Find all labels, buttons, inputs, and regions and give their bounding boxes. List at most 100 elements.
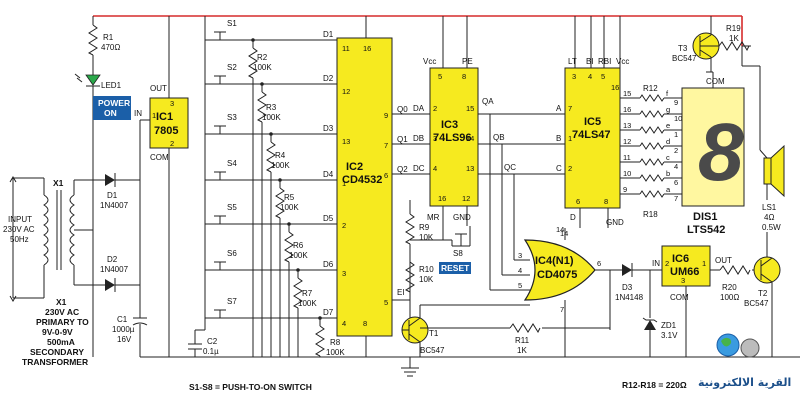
r19-label: R19 xyxy=(726,24,741,33)
d-line-label: D2 xyxy=(323,74,334,83)
pushbutton-s6[interactable]: S6 xyxy=(205,249,237,271)
ic5-pin-8: 8 xyxy=(604,197,608,206)
r11-value: 1K xyxy=(517,346,527,355)
ic3-pin-12: 12 xyxy=(462,194,470,203)
pushbutton-s7[interactable]: S7 xyxy=(205,297,237,319)
r1-label: R1 xyxy=(103,33,114,42)
pull-down-resistor xyxy=(247,47,258,79)
pushbutton-s3[interactable]: S3 xyxy=(205,113,237,135)
c2-value: 0.1µ xyxy=(203,347,219,356)
ic5-rbi-label: RBI xyxy=(598,57,611,66)
ic5-pin-7: 7 xyxy=(568,104,572,113)
ic3-pin-16: 16 xyxy=(438,194,446,203)
ic6-pin-out: 1 xyxy=(702,259,706,268)
pushbutton-s1[interactable]: S1 xyxy=(205,19,237,41)
segment-pin: 9 xyxy=(674,98,678,107)
t2-part: BC547 xyxy=(744,299,769,308)
ic3-pin-2: 2 xyxy=(433,104,437,113)
switch-label: S6 xyxy=(227,249,237,258)
ac-input xyxy=(9,176,44,302)
q0-label: Q0 xyxy=(397,105,408,114)
pull-down-resistor xyxy=(274,187,285,219)
xfmr-desc-5: 500mA xyxy=(47,337,75,347)
ic2-pin-9: 9 xyxy=(384,111,388,120)
ic5-a-label: A xyxy=(556,104,562,113)
ic4-pin-3: 3 xyxy=(518,251,522,260)
segment-resistor xyxy=(639,126,665,134)
ic3-body xyxy=(429,67,479,207)
pushbutton-s2[interactable]: S2 xyxy=(205,63,237,85)
ic2-part: CD4532 xyxy=(342,174,382,186)
mr-label: MR xyxy=(427,213,440,222)
switch-label: S2 xyxy=(227,63,237,72)
pushbutton-s5[interactable]: S5 xyxy=(205,203,237,225)
pushbutton-s4[interactable]: S4 xyxy=(205,159,237,181)
ic5-pin-1: 1 xyxy=(568,134,572,143)
ic4-pin-6: 6 xyxy=(597,259,601,268)
resistor-label: R5 xyxy=(284,193,295,202)
diode-d3 xyxy=(622,263,662,277)
ic1-pin-in: 1 xyxy=(152,111,156,120)
t1-label: T1 xyxy=(429,329,439,338)
ic1-body xyxy=(149,97,189,149)
resistor-value: 100K xyxy=(262,113,281,122)
ic3-pin-5: 5 xyxy=(438,72,442,81)
segment-letter: g xyxy=(666,105,670,114)
power-on-label-1: POWER xyxy=(98,98,130,108)
resistor-value: 100K xyxy=(298,299,317,308)
ic2-name: IC2 xyxy=(346,161,363,173)
watermark-logo-icon xyxy=(716,333,760,358)
dc-label: DC xyxy=(413,164,425,173)
ic1-out-label: OUT xyxy=(150,84,167,93)
ic2-pin-16: 16 xyxy=(363,44,371,53)
diode-d2 xyxy=(105,278,140,292)
ic6-pin-in: 2 xyxy=(665,259,669,268)
zd1-value: 3.1V xyxy=(661,331,678,340)
ic5-pin-3: 3 xyxy=(572,72,576,81)
segment-letter: c xyxy=(666,153,670,162)
resistor-label: R6 xyxy=(293,241,304,250)
ic5-output-pin: 15 xyxy=(623,89,631,98)
ic6-out-label: OUT xyxy=(715,256,732,265)
segment-pin: 2 xyxy=(674,146,678,155)
switch-label: S4 xyxy=(227,159,237,168)
segment-resistor xyxy=(639,110,665,118)
ic2-pin-7: 7 xyxy=(384,141,388,150)
ic1-part: 7805 xyxy=(154,125,178,137)
ic5-gnd-label: GND xyxy=(606,218,624,227)
ic2-pin-5: 5 xyxy=(384,298,388,307)
pull-down-resistor xyxy=(256,91,267,123)
xfmr-desc-7: TRANSFORMER xyxy=(22,357,88,367)
resistor-label: R2 xyxy=(257,53,268,62)
ic2-pin-6: 6 xyxy=(384,171,388,180)
display-part: LTS542 xyxy=(687,224,725,236)
qc-label: QC xyxy=(504,163,516,172)
segment-pin: 1 xyxy=(674,130,678,139)
segment-letter: f xyxy=(666,89,669,98)
ic5-output-pin: 12 xyxy=(623,137,631,146)
ic3-name: IC3 xyxy=(441,119,458,131)
ic5-lt-label: LT xyxy=(568,57,577,66)
qa-label: QA xyxy=(482,97,494,106)
ic6-com-label: COM xyxy=(670,293,689,302)
segment-letter: e xyxy=(666,121,670,130)
ic2-pin-2: 2 xyxy=(342,221,346,230)
ic5-pin-2: 2 xyxy=(568,164,572,173)
ic4-supply-pin: 14 xyxy=(556,225,564,234)
segment-resistor xyxy=(639,158,665,166)
r18-label: R18 xyxy=(643,210,658,219)
ic3-pin-3: 3 xyxy=(433,134,437,143)
pull-down-resistor xyxy=(283,231,294,263)
t3-part: BC547 xyxy=(672,54,697,63)
ic3-pin-15: 15 xyxy=(466,104,474,113)
xfmr-desc-4: 9V-0-9V xyxy=(42,327,73,337)
reset-switch-s8[interactable] xyxy=(443,226,471,247)
switch-note: S1-S8 = PUSH-TO-ON SWITCH xyxy=(189,382,312,392)
display-digit: 8 xyxy=(698,107,744,198)
transformer-x1 xyxy=(43,178,105,298)
r11-label: R11 xyxy=(515,336,530,345)
speaker-impedance: 4Ω xyxy=(764,213,774,222)
